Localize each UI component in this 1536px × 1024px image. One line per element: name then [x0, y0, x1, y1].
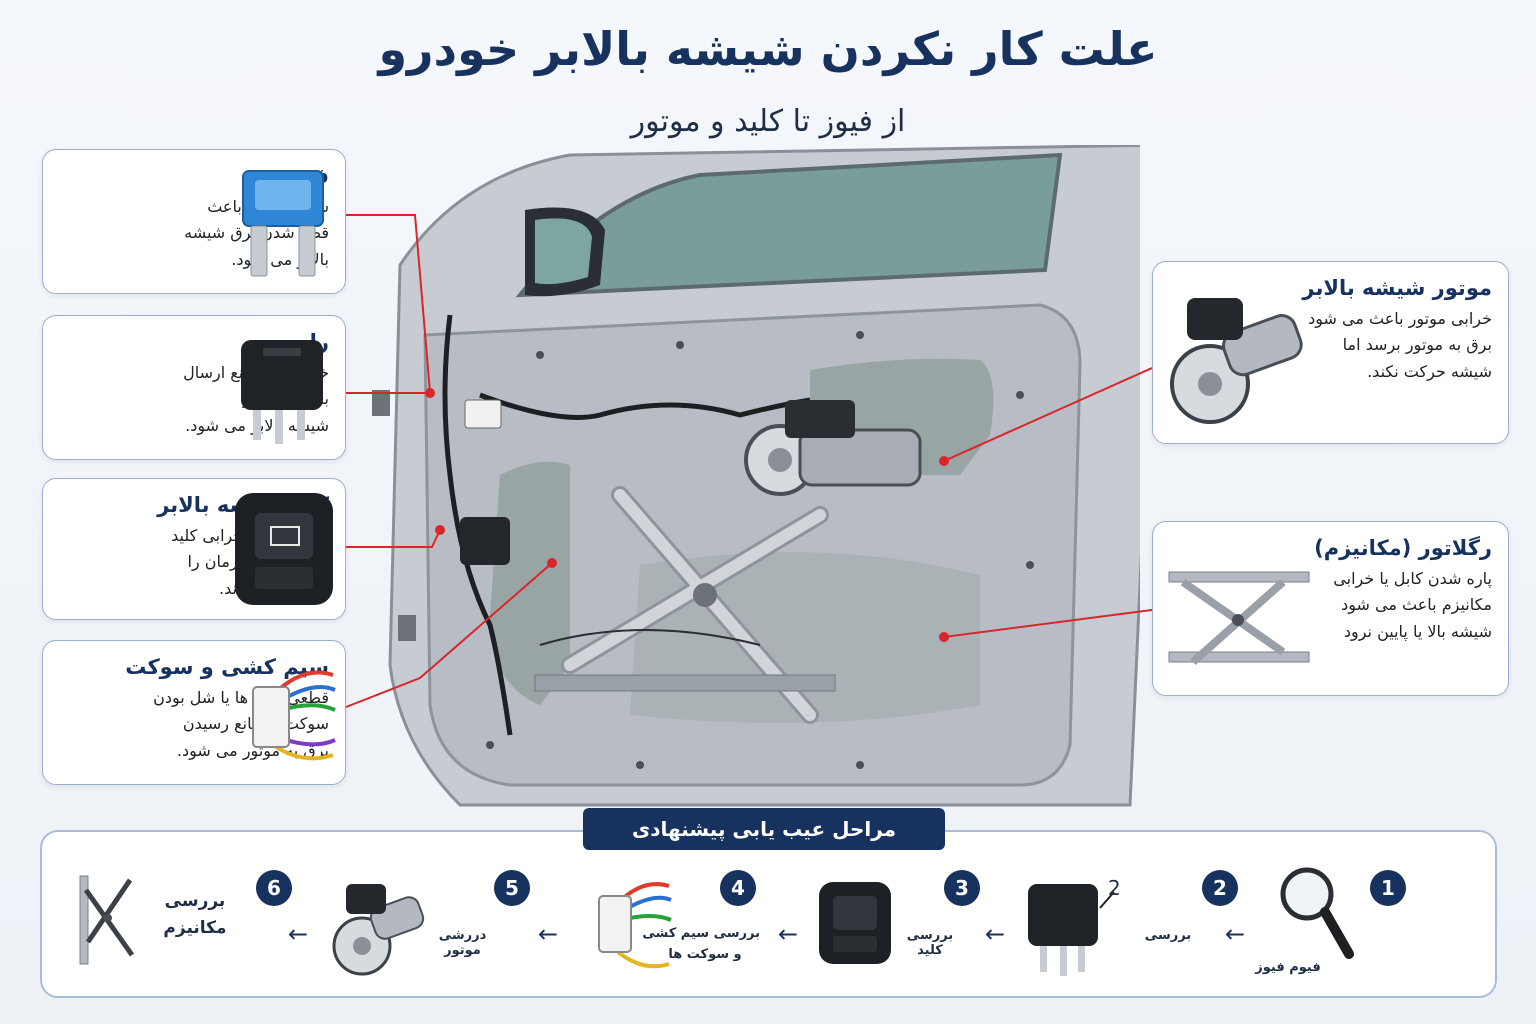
relay-icon: [1028, 884, 1115, 976]
card-wiring: سیم کشی و سوکت قطعی سیم ها یا شل بودن سو…: [42, 640, 346, 785]
step-5-label: دررشی موتور: [438, 928, 487, 958]
step-3-label: بررسی کلید: [906, 928, 954, 958]
window-switch-icon: [819, 882, 891, 964]
fuse-icon: [242, 170, 324, 277]
card-regulator-line-3: شیشه بالا یا پایین نرود: [1343, 621, 1492, 641]
window-switch-icon: [235, 493, 333, 605]
step-arrow-icon: ←: [1225, 920, 1246, 948]
step-2-badge: 2: [1108, 876, 1121, 900]
wiring-connector-icon: [252, 670, 336, 761]
relay-icon: [241, 340, 323, 444]
steps-title: مراحل عیب یابی پیشنهادی: [583, 808, 945, 850]
step-4-number: 4: [720, 870, 756, 906]
card-regulator-line-1: پاره شدن کابل یا خرابی: [1333, 569, 1492, 588]
step-2-label: بررسی: [1144, 928, 1192, 943]
card-regulator-title: رگلاتور (مکانیزم): [1314, 536, 1492, 560]
magnifier-icon: [1280, 867, 1354, 959]
card-motor-line-3: شیشه حرکت نکند.: [1367, 361, 1492, 381]
card-regulator-line-2: مکانیزم باعث می شود: [1341, 595, 1492, 615]
card-window-motor: موتور شیشه بالابر خرابی موتور باعث می شو…: [1152, 261, 1509, 444]
window-motor-icon: [332, 884, 425, 976]
step-arrow-icon: ←: [538, 920, 559, 948]
step-1-label: فیوم فیوز: [1255, 960, 1321, 975]
step-arrow-icon: ←: [288, 920, 309, 948]
card-window-switch: کلید شیشه بالابر فرسودگی یا خرابی کلید م…: [42, 478, 346, 620]
card-fuse: فیوز سوختن فیوز باعث قطع شدن برق شیشه با…: [42, 149, 346, 294]
regulator-icon: [1168, 571, 1310, 665]
card-motor-line-2: برق به موتور برسد اما: [1342, 335, 1492, 355]
step-1-number: 1: [1370, 870, 1406, 906]
page-subtitle: از فیوز تا کلید و موتور: [630, 104, 906, 139]
step-arrow-icon: ←: [985, 920, 1006, 948]
page-title: علت کار نکردن شیشه بالابر خودرو: [378, 22, 1158, 76]
card-relay: رله خرابی رله مانع ارسال برق به موتور شی…: [42, 315, 346, 460]
step-6-label: بررسی مکانیزم: [163, 891, 227, 939]
step-5-number: 5: [494, 870, 530, 906]
card-wiring-title: سیم کشی و سوکت: [125, 655, 329, 679]
step-6-number: 6: [256, 870, 292, 906]
window-motor-icon: [1170, 298, 1303, 424]
card-motor-title: موتور شیشه بالابر: [1302, 276, 1492, 300]
car-door-illustration: [372, 145, 1140, 807]
step-arrow-icon: ←: [778, 920, 799, 948]
step-4-label: بررسی سیم کشی و سوکت ها: [642, 926, 760, 962]
card-motor-line-1: خرابی موتور باعث می شود: [1308, 309, 1492, 328]
wiring-connector-icon: [598, 882, 672, 969]
troubleshooting-steps-panel: [40, 830, 1497, 998]
step-2-number: 2: [1202, 870, 1238, 906]
card-regulator: رگلاتور (مکانیزم) پاره شدن کابل یا خرابی…: [1152, 521, 1509, 696]
step-3-number: 3: [944, 870, 980, 906]
regulator-icon: [79, 875, 135, 965]
